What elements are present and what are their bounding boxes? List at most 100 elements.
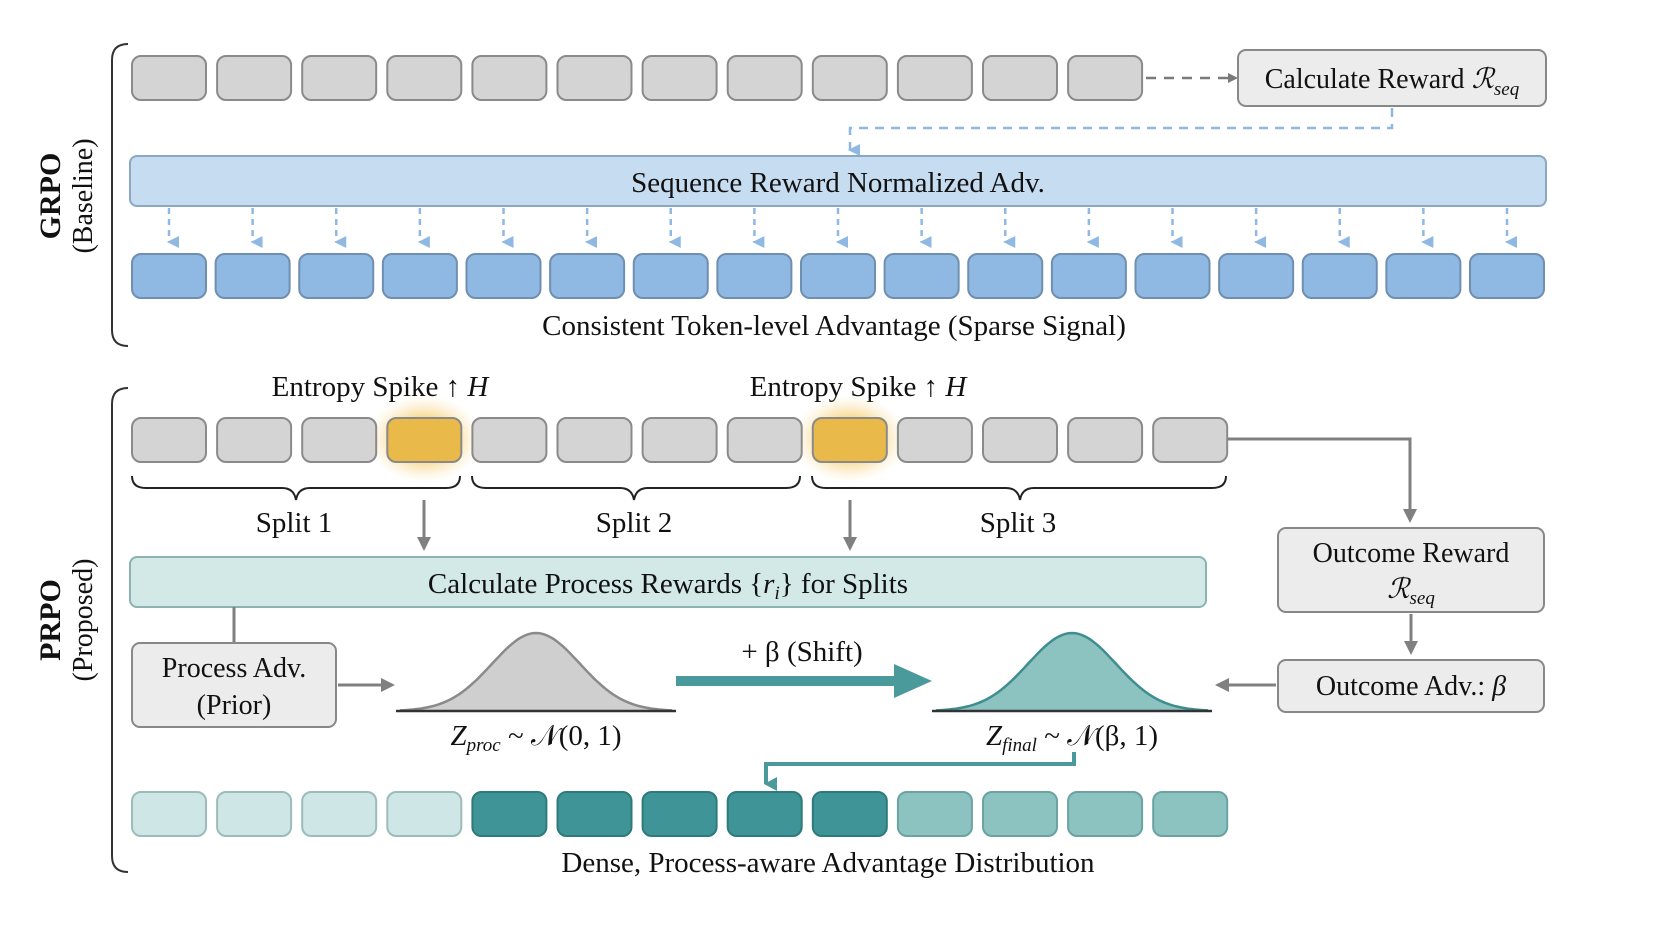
outcome-adv-label: Outcome Adv.: β [1316,671,1506,702]
grpo-section: GRPO (Baseline) Calculate Reward ℛseq Se… [34,43,1547,347]
grpo-advantage-token [214,253,291,299]
grpo-reward-box [1237,49,1547,107]
grpo-input-token [1067,55,1144,101]
prpo-advantage-token [896,791,973,837]
grpo-advantage-token [1134,253,1211,299]
grpo-top-token-row [131,55,1144,101]
prpo-advantage-token [556,791,633,837]
grpo-title: GRPO [34,153,67,240]
shift-arrow-shaft [676,676,898,686]
prpo-advantage-token [641,791,718,837]
grpo-input-token [131,55,207,101]
prpo-input-token [896,417,973,463]
prpo-advantage-token [1067,791,1144,837]
prpo-input-token [811,417,888,463]
grpo-advantage-token [800,253,876,299]
entropy-spike-label-1: Entropy Spike ↑ H [272,371,491,403]
prpo-advantage-token [216,791,293,837]
process-adv-line1: Process Adv. [162,653,306,684]
process-rewards-label: Calculate Process Rewards {ri} for Split… [428,568,908,604]
grpo-advantage-token [1218,253,1295,299]
grpo-input-token [556,55,633,101]
grpo-bracket [111,43,129,347]
grpo-normalized-adv-label: Sequence Reward Normalized Adv. [631,167,1045,199]
prpo-bracket [111,387,129,873]
grpo-input-token [301,55,378,101]
grpo-advantage-token [465,253,542,299]
prpo-input-token [556,417,633,463]
grpo-advantage-token [298,253,375,299]
shift-label: + β (Shift) [741,636,862,668]
grpo-advantage-token [883,253,960,299]
grpo-input-token [471,55,548,101]
grpo-advantage-token [1385,253,1462,299]
z-proc-distribution [396,631,676,713]
split-1-label: Split 1 [256,507,333,539]
grpo-advantage-token [1469,253,1545,299]
prpo-advantage-token [1152,791,1229,837]
prpo-input-token [726,417,803,463]
z-final-curve [935,631,1209,712]
grpo-advantage-token [131,253,207,299]
prpo-bottom-token-row [131,791,1229,837]
grpo-advantage-token [967,253,1044,299]
z-proc-curve-fill [400,633,672,711]
grpo-dashed-reward-feedback [848,108,1394,156]
outcome-path-arrow [1228,437,1417,523]
prpo-input-token [1152,417,1229,463]
prpo-input-token [641,417,718,463]
process-adv-line2: (Prior) [197,690,272,721]
prpo-input-token [471,417,548,463]
grpo-input-token [216,55,293,101]
shift-arrow-head [894,664,932,698]
prpo-side-label: PRPO (Proposed) [34,559,99,682]
prpo-advantage-token [811,791,888,837]
prpo-subtitle: (Proposed) [68,559,99,682]
prpo-input-token [386,417,463,463]
prpo-top-token-row [131,417,1229,463]
process-adv-box [131,642,337,728]
grpo-input-token [896,55,973,101]
prpo-title: PRPO [34,579,67,661]
grpo-broadcast-arrows [167,208,1517,248]
z-final-label: Zfinal ~ 𝒩(β, 1) [986,720,1158,756]
grpo-caption: Consistent Token-level Advantage (Sparse… [542,310,1126,342]
outcome-reward-line1: Outcome Reward [1313,538,1510,569]
prpo-section: PRPO (Proposed) Entropy Spike ↑ H Entrop… [34,371,1545,879]
z-proc-label: Zproc ~ 𝒩(0, 1) [450,720,621,756]
prpo-advantage-token [131,791,207,837]
grpo-side-label: GRPO (Baseline) [34,138,99,253]
prpo-input-token [1067,417,1144,463]
grpo-input-token [641,55,718,101]
prpo-advantage-token [471,791,548,837]
grpo-input-token [386,55,463,101]
split-3-brace [811,475,1227,501]
grpo-input-token [726,55,803,101]
grpo-advantage-token [1301,253,1378,299]
split-1-brace [131,475,461,501]
prpo-advantage-token [982,791,1058,837]
split-2-label: Split 2 [596,507,673,539]
prpo-caption: Dense, Process-aware Advantage Distribut… [561,847,1095,879]
process-rewards-bar [129,556,1207,608]
prpo-advantage-token [301,791,378,837]
z-final-distribution [932,631,1212,713]
grpo-subtitle: (Baseline) [68,138,99,253]
prpo-input-token [982,417,1058,463]
outcome-reward-box [1277,527,1545,613]
grpo-reward-box-label: Calculate Reward ℛseq [1265,64,1520,100]
shift-arrow [676,664,932,698]
prpo-input-token [216,417,293,463]
grpo-input-token [982,55,1058,101]
grpo-advantage-token [632,253,709,299]
entropy-spike-label-2: Entropy Spike ↑ H [750,371,969,403]
outcome-adv-box [1277,659,1545,713]
final-to-tokens-arrow [764,752,1076,791]
grpo-input-token [811,55,888,101]
split-3-label: Split 3 [980,507,1057,539]
grpo-advantage-token [1050,253,1127,299]
prpo-advantage-token [726,791,803,837]
grpo-advantage-token [716,253,793,299]
z-proc-curve [399,631,673,712]
